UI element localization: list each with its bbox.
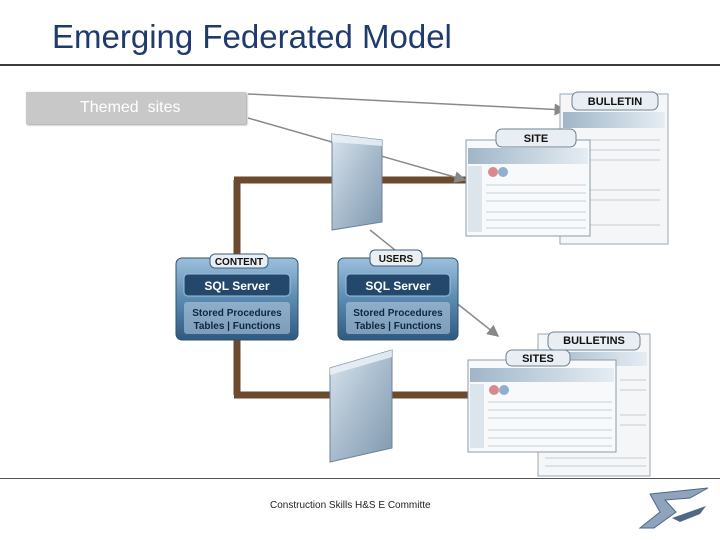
users-database: USERS SQL Server Stored Procedures Table… (337, 249, 459, 341)
bottom-page-stack: BULLETINS SITES (467, 331, 651, 477)
content-header: CONTENT (215, 257, 263, 268)
page-title: Emerging Federated Model (52, 18, 452, 55)
themed-sites-box: Themed sites (26, 92, 246, 124)
content-line2: Tables | Functions (193, 321, 281, 332)
sites-label: SITES (522, 353, 554, 365)
users-header: USERS (379, 254, 414, 265)
bulletin-label: BULLETIN (588, 96, 642, 108)
themed-sites-label: Themed sites (80, 99, 181, 116)
footer-text: Construction Skills H&S E Committe (270, 500, 431, 511)
gateway-panel-top (331, 133, 383, 231)
users-line1: Stored Procedures (353, 308, 443, 319)
users-line2: Tables | Functions (354, 321, 442, 332)
content-database: CONTENT SQL Server Stored Procedures Tab… (175, 253, 299, 341)
arrow-themed-to-bulletin (247, 93, 567, 116)
top-page-stack: BULLETIN SITE (465, 91, 669, 245)
title-divider (0, 64, 720, 66)
arrow-panel-to-users (369, 229, 396, 251)
sc-logo-icon (638, 487, 709, 529)
site-label: SITE (524, 133, 548, 145)
gateway-panel-bottom (329, 349, 393, 463)
bulletins-label: BULLETINS (563, 335, 625, 347)
footer-divider (0, 478, 720, 479)
content-line1: Stored Procedures (192, 308, 282, 319)
content-server: SQL Server (204, 279, 269, 293)
users-server: SQL Server (365, 279, 430, 293)
